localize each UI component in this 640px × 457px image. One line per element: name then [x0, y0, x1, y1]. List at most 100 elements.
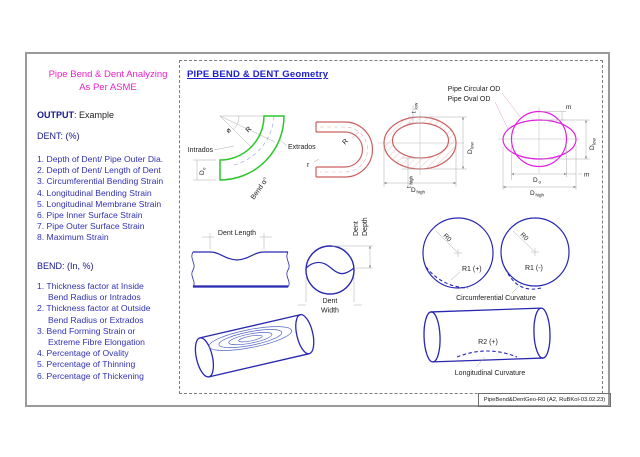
dent-contour-lines — [208, 326, 292, 351]
d-low-label: D low — [467, 141, 475, 154]
oval-od-leader — [494, 101, 509, 130]
dent-width-label-line2: Width — [321, 308, 339, 315]
dent-list: 1. Depth of Dent/ Pipe Outer Dia. 2. Dep… — [37, 154, 185, 244]
circular-od-leader — [501, 92, 522, 119]
d-low-sub: low — [470, 141, 475, 149]
pipe-oval-od-label: Pipe Oval OD — [448, 96, 491, 103]
bend-list-item: 1. Thickness factor at Inside Bend Radiu… — [37, 281, 144, 303]
pipe-bend-elbow-diagram: ø R Intrados Extrados D o Bend α° — [188, 115, 316, 201]
bend-list-item: 3. Bend Forming Strain or Extreme Fibre … — [37, 325, 145, 348]
d-high-label: D high — [411, 187, 426, 195]
geometry-panel-title: PIPE BEND & DENT Geometry — [187, 69, 329, 80]
dent-heading: DENT: (%) — [37, 131, 80, 141]
dent-list-item: 3. Circumferential Bending Strain — [37, 176, 164, 187]
bend-list-item: 2. Thickness factor at Outside Bend Radi… — [37, 303, 151, 325]
dent-section-dimensions — [298, 245, 373, 306]
oval-inner-wall — [391, 122, 450, 159]
r0-right-label: R0 — [519, 231, 530, 242]
dent-section-circle — [305, 245, 355, 295]
oval-section-diagram: t low t high D high D low — [378, 102, 475, 195]
d-high-sub: high — [417, 190, 426, 195]
longitudinal-pipe-outline — [423, 307, 551, 363]
d-low-main: D — [467, 149, 474, 154]
bend-heading: BEND: (In, %) — [37, 261, 94, 271]
oval-wall-hatching — [384, 117, 456, 169]
curvature-construction — [435, 230, 539, 294]
curvature-circle-positive — [422, 217, 494, 289]
main-title-line1: Pipe Bend & Dent Analyzing — [48, 69, 168, 80]
u-bend-radius-tick — [351, 131, 360, 139]
intrados-label: Intrados — [188, 147, 214, 154]
dent-list-item: 7. Pipe Outer Surface Strain — [37, 221, 145, 232]
t-low-sub: low — [414, 102, 419, 110]
ovality-d-low-main: D — [589, 145, 596, 150]
bend-angle-label: Bend α° — [249, 176, 270, 201]
m-top-label: m — [566, 104, 571, 111]
longitudinal-caption-leader — [475, 356, 486, 368]
bend-list: 1. Thickness factor at Inside Bend Radiu… — [37, 281, 185, 382]
t-low-main: t — [412, 111, 418, 113]
ovality-centerlines — [498, 107, 580, 173]
dented-pipe-outline — [194, 313, 315, 378]
bend-list-item: 5. Percentage of Thinning — [37, 359, 136, 370]
elbow-od-sub: o — [202, 167, 207, 170]
ovality-d-high-main: D — [530, 190, 535, 197]
elbow-od-label: D o — [199, 167, 207, 175]
pipe-oval-od-shape — [502, 119, 577, 160]
t-high-main: t — [407, 186, 413, 188]
r1-positive-label: R1 (+) — [462, 266, 482, 273]
t-low-label: t low — [412, 102, 419, 113]
dented-pipe-3d-diagram — [194, 313, 315, 378]
elbow-angle-label: ø — [225, 126, 233, 134]
ovality-dimension-lines — [502, 111, 590, 190]
dent-length-label: Dent Length — [218, 230, 256, 237]
geometry-drawing: ø R Intrados Extrados D o Bend α° — [188, 86, 597, 378]
dent-list-item: 6. Pipe Inner Surface Strain — [37, 210, 143, 221]
dent-list-item: 2. Depth of Dent/ Length of Dent — [37, 165, 161, 176]
t-high-label: t high — [407, 175, 414, 188]
u-bend-radius-label: R — [341, 138, 350, 147]
circumferential-curvature-diagram: R0 R0 R1 (+) R1 (-) Circumferential Curv… — [422, 217, 570, 302]
u-bend-r-tick — [313, 158, 320, 163]
elbow-outline — [219, 115, 285, 181]
main-title-line2: As Per ASME — [79, 82, 137, 93]
dent-section-wave — [305, 261, 355, 275]
output-value: : Example — [74, 110, 115, 120]
dent-depth-label-line1: Dent — [353, 221, 360, 236]
elbow-construction-lines — [193, 115, 288, 181]
elbow-radius-label: R — [245, 126, 254, 135]
dent-list-item: 4. Longitudinal Bending Strain — [37, 187, 152, 198]
dent-section-diagram: Dent Width Dent Depth — [298, 217, 373, 315]
ovality-d-low-sub: low — [592, 137, 597, 145]
ovality-d-low-label: D low — [589, 137, 597, 150]
main-title: Pipe Bend & Dent Analyzing As Per ASME — [33, 68, 183, 94]
r1-negative-label: R1 (-) — [525, 265, 543, 272]
longitudinal-dent-arc — [456, 350, 518, 358]
ovality-d-o-sub: o — [539, 180, 542, 185]
curvature-circle-negative — [500, 217, 570, 287]
ovality-d-high-sub: high — [536, 193, 545, 198]
dent-arc-positive — [425, 266, 469, 289]
pipe-circular-od-label: Pipe Circular OD — [448, 86, 501, 93]
geometry-panel: PIPE BEND & DENT Geometry — [179, 60, 603, 394]
output-label: OUTPUT — [37, 110, 74, 120]
d-high-main: D — [411, 187, 416, 194]
u-bend-r-label: r — [307, 162, 310, 169]
m-side-label: m — [584, 172, 589, 179]
dent-list-item: 1. Depth of Dent/ Pipe Outer Dia. — [37, 154, 164, 164]
dent-list-item: 5. Longitudinal Membrane Strain — [37, 198, 162, 209]
u-bend-centerline — [320, 126, 368, 173]
longitudinal-curvature-diagram: R2 (+) Longitudinal Curvature — [423, 307, 551, 377]
ovality-d-high-label: D high — [530, 190, 545, 198]
u-bend-outline — [315, 121, 374, 178]
dent-profile-outline — [191, 251, 290, 288]
dent-width-label-line1: Dent — [323, 298, 338, 305]
pipe-circular-od-shape — [510, 110, 568, 168]
elbow-od-main: D — [199, 170, 206, 175]
ovality-diagram: Pipe Circular OD Pipe Oval OD m m — [448, 86, 597, 198]
ovality-d-o-label: D o — [533, 177, 542, 185]
bend-list-item: 6. Percentage of Thickening — [37, 370, 144, 381]
circumferential-curvature-caption: Circumferential Curvature — [456, 295, 536, 302]
r2-label: R2 (+) — [478, 339, 498, 346]
ovality-d-o-main: D — [533, 177, 538, 184]
